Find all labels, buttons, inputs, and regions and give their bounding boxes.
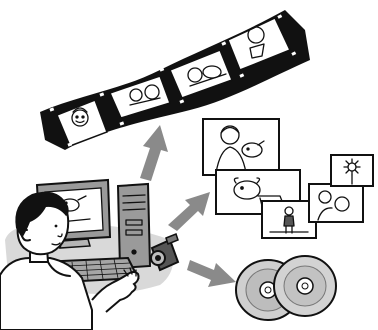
photo-mother-dog <box>203 119 279 175</box>
photo-boy <box>309 184 363 222</box>
arrow-up-icon <box>140 125 168 181</box>
photo-prints-icon <box>203 119 373 238</box>
arrow-down-icon <box>187 260 236 287</box>
optical-discs-icon <box>236 256 336 320</box>
arrow-right-icon <box>168 192 210 231</box>
